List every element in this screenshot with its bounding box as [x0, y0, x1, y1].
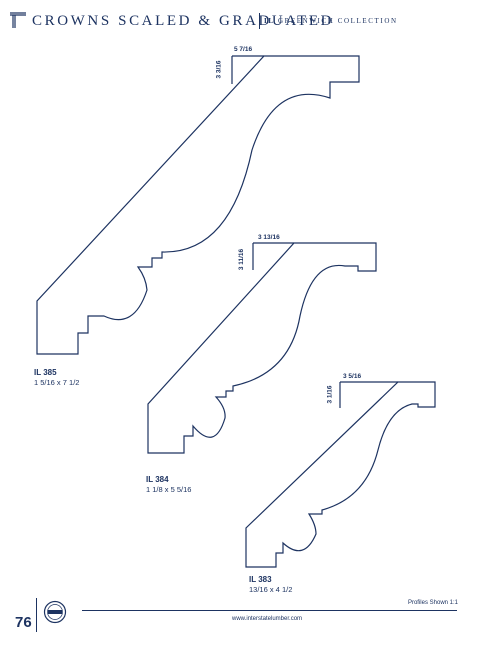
scale-note: Profiles Shown 1:1 — [407, 600, 458, 606]
page-number: 76 — [15, 614, 32, 631]
dim-width-il-384: 3 13/16 — [258, 234, 280, 241]
page-title: CROWNS SCALED & GRADUATED — [32, 13, 335, 29]
collection-code: IL — [264, 17, 275, 25]
profile-caption-il-383: IL 383 13/16 x 4 1/2 — [249, 575, 292, 594]
profile-caption-il-385: IL 385 1 5/16 x 7 1/2 — [34, 368, 79, 387]
dim-width-il-385: 5 7/16 — [234, 46, 253, 53]
profile-code: IL 384 — [146, 475, 169, 484]
collection-name: IL GREENWICH COLLECTION — [264, 17, 398, 25]
profile-il-385 — [36, 55, 360, 355]
profile-size: 1 1/8 x 5 5/16 — [146, 485, 192, 494]
profile-size: 1 5/16 x 7 1/2 — [34, 378, 80, 387]
company-seal-icon — [43, 600, 67, 624]
profile-code: IL 383 — [249, 575, 272, 584]
dim-height-il-384: 3 11/16 — [238, 248, 246, 271]
collection-label: GREENWICH COLLECTION — [277, 17, 398, 25]
dim-width-il-383: 3 5/16 — [343, 373, 362, 380]
website-link[interactable]: www.interstatelumber.com — [232, 616, 303, 622]
header-divider — [259, 13, 260, 29]
dim-height-il-383: 3 1/16 — [326, 385, 334, 404]
dim-height-il-385: 3 3/16 — [215, 60, 223, 79]
profile-caption-il-384: IL 384 1 1/8 x 5 5/16 — [146, 475, 191, 494]
footer-horizontal-rule — [82, 610, 457, 611]
brand-logo-icon — [10, 12, 26, 28]
profile-size: 13/16 x 4 1/2 — [249, 585, 293, 594]
footer-vertical-rule — [36, 598, 37, 632]
profile-il-384 — [147, 242, 377, 454]
profile-il-383 — [245, 381, 436, 568]
profile-code: IL 385 — [34, 368, 57, 377]
